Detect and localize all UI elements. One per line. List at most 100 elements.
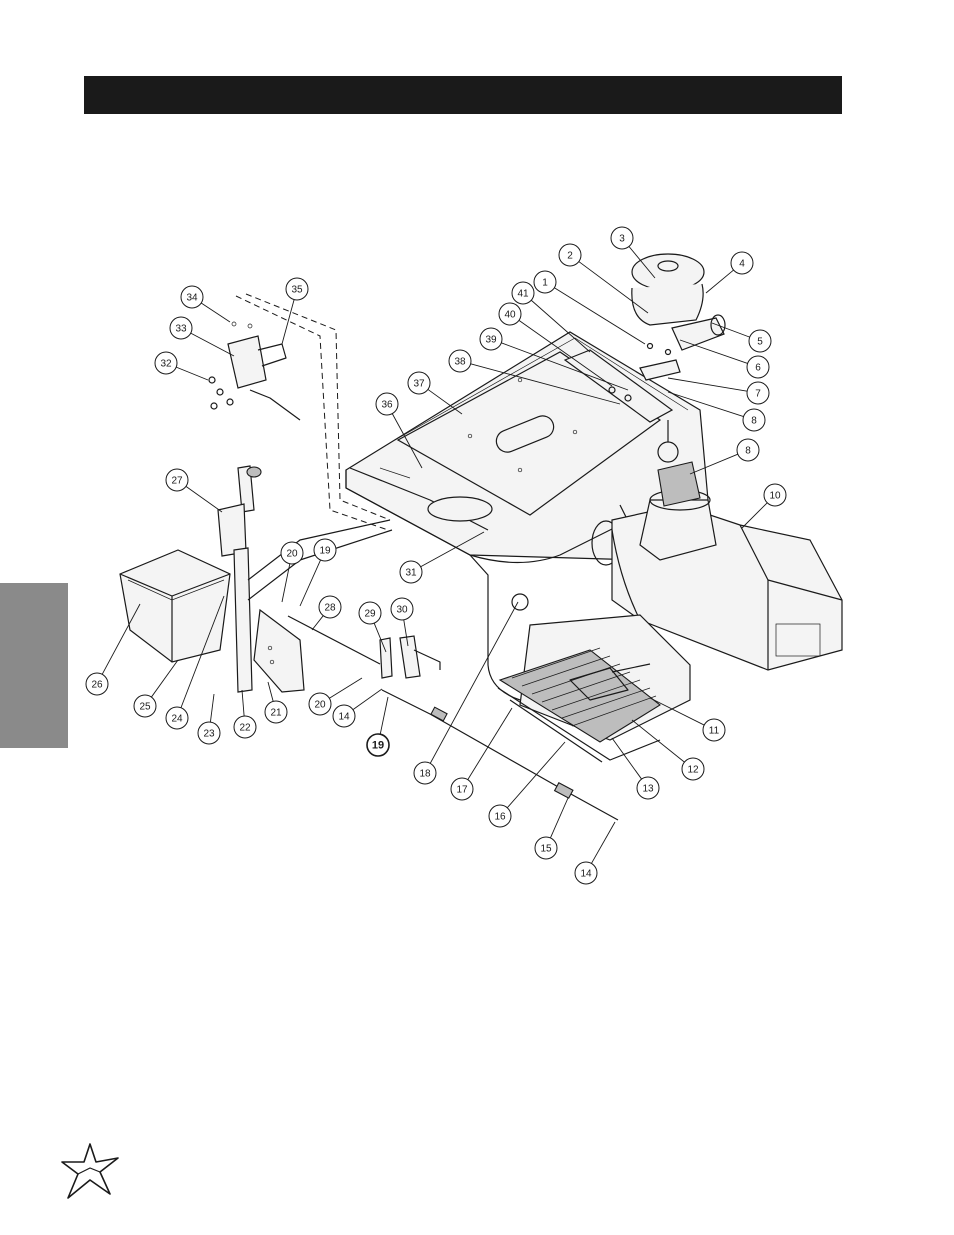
callout-40: 40 — [498, 302, 613, 387]
callout-17: 17 — [450, 707, 513, 801]
callout-number: 28 — [324, 603, 336, 614]
callout-number: 5 — [757, 337, 763, 348]
callout-circle — [702, 718, 726, 742]
callout-circle — [742, 408, 766, 432]
callout-24: 24 — [165, 595, 225, 730]
steering-wheel — [631, 253, 705, 326]
callout-circle — [746, 355, 770, 379]
callout-number: 8 — [745, 446, 751, 457]
callout-number: 4 — [739, 259, 745, 270]
callout-circle — [85, 672, 109, 696]
callout-number: 41 — [517, 289, 529, 300]
callout-35: 35 — [281, 277, 309, 345]
callout-leader — [506, 741, 566, 809]
callout-22: 22 — [233, 689, 257, 739]
callout-circle — [285, 277, 309, 301]
callout-leader — [578, 261, 649, 314]
callout-14: 14 — [574, 821, 616, 885]
callout-leader — [373, 623, 387, 653]
callout-20: 20 — [308, 677, 363, 716]
callout-circle — [358, 601, 382, 625]
callout-number: 40 — [504, 310, 516, 321]
callout-leader — [518, 319, 613, 387]
callout-leader — [352, 688, 383, 710]
callout-number: 34 — [186, 293, 198, 304]
callout-23: 23 — [197, 693, 221, 745]
callout-3: 3 — [610, 226, 656, 279]
callout-number: 23 — [203, 729, 215, 740]
callout-leader — [631, 719, 685, 763]
callout-leader — [101, 603, 141, 675]
callout-circle — [280, 541, 304, 565]
callout-leader — [190, 332, 235, 357]
callout-number: 12 — [687, 765, 699, 776]
callout-circle — [511, 281, 535, 305]
callout-leader — [741, 502, 768, 529]
callout-leader — [420, 531, 485, 568]
callout-number: 33 — [175, 324, 187, 335]
callout-16: 16 — [488, 741, 566, 828]
callout-18: 18 — [413, 601, 519, 785]
title-bar — [84, 76, 842, 114]
callout-number: 32 — [160, 359, 172, 370]
callout-leader — [667, 377, 748, 392]
callout-number: 38 — [454, 357, 466, 368]
callout-leader — [554, 287, 646, 345]
floor-step-deck — [497, 593, 691, 763]
callout-circle — [313, 538, 337, 562]
callout-leader — [467, 707, 513, 780]
callout-leader — [391, 413, 423, 469]
callout-circle — [375, 392, 399, 416]
callout-circle — [498, 302, 522, 326]
callout-number: 36 — [381, 400, 393, 411]
callout-number: 2 — [567, 251, 573, 262]
callout-leader — [403, 619, 409, 647]
callout-number: 11 — [709, 726, 720, 737]
callout-circle — [533, 270, 557, 294]
callout-number: 24 — [171, 714, 183, 725]
callout-number: 29 — [364, 609, 376, 620]
callout-number: 1 — [542, 278, 548, 289]
callout-circle — [308, 692, 332, 716]
callout-circle — [233, 715, 257, 739]
callout-number: 14 — [580, 869, 592, 880]
callout-leader — [185, 486, 223, 513]
callout-10: 10 — [741, 483, 787, 529]
callout-circle — [413, 761, 437, 785]
callout-38: 38 — [448, 349, 621, 405]
callout-leader — [705, 269, 734, 294]
seat-plate — [396, 351, 662, 516]
callout-number: 16 — [494, 812, 506, 823]
callout-25: 25 — [133, 659, 179, 718]
throttle-cable — [381, 689, 619, 821]
callout-13: 13 — [611, 737, 660, 800]
callout-circle — [681, 757, 705, 781]
callout-number: 39 — [485, 335, 497, 346]
callout-leader — [711, 322, 750, 338]
callout-circle — [332, 704, 356, 728]
callout-leader — [151, 659, 179, 698]
callout-leader — [470, 363, 621, 405]
callout-circle — [534, 836, 558, 860]
callout-1: 1 — [533, 270, 646, 345]
callout-circle — [558, 243, 582, 267]
callout-circle — [450, 777, 474, 801]
callout-leader — [427, 389, 463, 415]
callout-number: 25 — [139, 702, 151, 713]
callout-circle — [399, 560, 423, 584]
callout-36: 36 — [375, 392, 423, 469]
callout-number: 6 — [755, 363, 761, 374]
callout-circle — [264, 700, 288, 724]
callout-number: 8 — [751, 416, 757, 427]
callout-4: 4 — [705, 251, 754, 294]
callout-circle — [197, 721, 221, 745]
callout-11: 11 — [649, 697, 726, 742]
step-plate-ribs — [511, 647, 657, 727]
callout-circle — [748, 329, 772, 353]
callout-number: 37 — [413, 379, 425, 390]
callout-circle — [407, 371, 431, 395]
dashed-cable-route — [235, 293, 391, 531]
callout-circle — [366, 733, 390, 757]
callout-number: 14 — [338, 712, 350, 723]
